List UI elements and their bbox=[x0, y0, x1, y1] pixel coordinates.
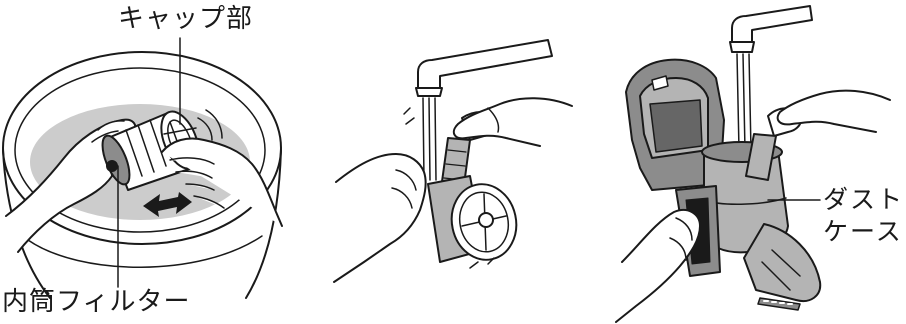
panel-wash-basin bbox=[3, 38, 282, 298]
dust-case-label-line-2: ケース bbox=[823, 216, 904, 248]
lower-hand bbox=[334, 154, 426, 282]
cap-part bbox=[428, 176, 523, 268]
faucet bbox=[416, 40, 552, 96]
inner-filter-label: 内筒フィルター bbox=[2, 289, 190, 315]
dust-case-label: ダスト ケース bbox=[823, 184, 904, 248]
water-stream bbox=[423, 98, 436, 180]
water-stream bbox=[737, 54, 751, 150]
panel-rinse-dust-case bbox=[616, 6, 890, 322]
water-drops bbox=[404, 108, 414, 124]
faucet bbox=[730, 6, 812, 52]
cap-label: キャップ部 bbox=[118, 6, 253, 32]
dust-case-label-line-1: ダスト bbox=[823, 184, 904, 216]
panel-rinse-cap bbox=[334, 40, 572, 282]
